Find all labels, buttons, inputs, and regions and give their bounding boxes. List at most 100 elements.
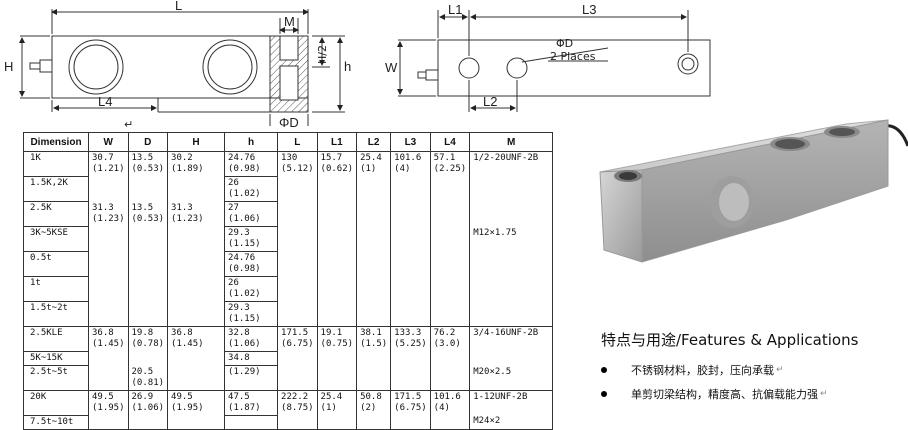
- value-cell: [277, 365, 318, 390]
- bullet-icon: [601, 391, 607, 397]
- header-cell: L4: [429, 132, 471, 152]
- dimension-cell: 0.5t: [23, 251, 89, 277]
- value-cell: 50.8 (2): [356, 389, 392, 415]
- dimension-cell: 1.5t~2t: [23, 301, 89, 327]
- value-cell: 29.3 (1.15): [224, 226, 279, 252]
- header-cell: M: [469, 132, 554, 152]
- dimension-cell: 20K: [23, 389, 89, 415]
- value-cell: [429, 301, 471, 327]
- value-cell: 34.8: [224, 351, 279, 366]
- value-cell: [127, 415, 169, 430]
- label-phiD-left: ΦD: [279, 115, 299, 130]
- value-cell: [429, 415, 471, 430]
- value-cell: 15.7 (0.62): [316, 151, 358, 177]
- dimension-cell: 3K~5KSE: [23, 226, 89, 252]
- value-cell: [316, 301, 358, 327]
- value-cell: [88, 351, 129, 366]
- features-list: 不锈钢材料，胶封，压向承载↵ 单剪切梁结构，精度高、抗偏载能力强↵: [601, 362, 901, 402]
- value-cell: [127, 251, 169, 277]
- dimension-cell: 2.5K: [23, 201, 89, 227]
- header-cell: H: [167, 132, 226, 152]
- value-cell: [316, 415, 358, 430]
- value-cell: 1-12UNF-2B: [469, 389, 554, 415]
- value-cell: [429, 351, 471, 366]
- value-cell: [356, 301, 392, 327]
- value-cell: [167, 415, 226, 430]
- value-cell: 26 (1.02): [224, 176, 279, 202]
- value-cell: [469, 301, 554, 327]
- value-cell: [127, 351, 169, 366]
- value-cell: [127, 226, 169, 252]
- features-section: 特点与用途/Features & Applications 不锈钢材料，胶封，压…: [601, 329, 901, 410]
- value-cell: [277, 251, 318, 277]
- header-cell: W: [88, 132, 129, 152]
- label-L1: L1: [448, 2, 462, 17]
- value-cell: 133.3 (5.25): [390, 326, 431, 352]
- value-cell: [390, 276, 431, 302]
- value-cell: [316, 276, 358, 302]
- value-cell: [167, 226, 226, 252]
- feature-text: 不锈钢材料，胶封，压向承载: [631, 364, 774, 377]
- top-view-drawing: [397, 10, 711, 112]
- value-cell: [277, 176, 318, 202]
- value-cell: [127, 176, 169, 202]
- value-cell: [429, 226, 471, 252]
- value-cell: [390, 226, 431, 252]
- value-cell: [356, 176, 392, 202]
- value-cell: [316, 226, 358, 252]
- value-cell: 222.2 (8.75): [277, 389, 318, 415]
- value-cell: [316, 351, 358, 366]
- value-cell: [429, 201, 471, 227]
- value-cell: [429, 276, 471, 302]
- dimension-cell: 2.5KLE: [23, 326, 89, 352]
- value-cell: [429, 251, 471, 277]
- header-cell: D: [127, 132, 169, 152]
- label-phiD-right: ΦD: [556, 37, 573, 50]
- value-cell: [88, 415, 129, 430]
- value-cell: [356, 226, 392, 252]
- value-cell: [167, 351, 226, 366]
- label-h: h: [344, 59, 351, 74]
- value-cell: [88, 276, 129, 302]
- value-cell: [469, 251, 554, 277]
- value-cell: 101.6 (4): [390, 151, 431, 177]
- value-cell: [429, 365, 471, 390]
- value-cell: [356, 276, 392, 302]
- value-cell: M12×1.75: [469, 226, 554, 252]
- value-cell: [316, 365, 358, 390]
- return-mark: ↵: [124, 118, 133, 130]
- value-cell: 31.3 (1.23): [167, 201, 226, 227]
- value-cell: 57.1 (2.25): [429, 151, 471, 177]
- value-cell: 27 (1.06): [224, 201, 279, 227]
- value-cell: 29.3 (1.15): [224, 301, 279, 327]
- value-cell: 24.76 (0.98): [224, 251, 279, 277]
- value-cell: [224, 414, 279, 430]
- label-L: L: [175, 0, 182, 13]
- return-mark: ↵: [820, 389, 828, 399]
- value-cell: [316, 201, 358, 227]
- value-cell: [356, 415, 392, 430]
- value-cell: 1/2-20UNF-2B: [469, 151, 554, 177]
- dimension-cell: 5K~15K: [23, 351, 89, 366]
- dimension-cell: 1t: [23, 276, 89, 302]
- value-cell: 30.2 (1.89): [167, 151, 226, 177]
- value-cell: [356, 351, 392, 366]
- header-cell: L3: [390, 132, 431, 152]
- value-cell: [277, 415, 318, 430]
- value-cell: [167, 365, 226, 390]
- value-cell: 25.4 (1): [356, 151, 392, 177]
- table-row: 0.5t 24.76 (0.98): [23, 251, 554, 277]
- label-M: M: [284, 14, 295, 29]
- value-cell: 47.5 (1.87): [224, 389, 279, 415]
- value-cell: [88, 226, 129, 252]
- dimension-cell: 1K: [23, 151, 89, 177]
- value-cell: 36.8 (1.45): [88, 326, 129, 352]
- features-title: 特点与用途/Features & Applications: [601, 331, 859, 349]
- header-cell: h: [224, 132, 279, 152]
- value-cell: [469, 276, 554, 302]
- label-H: H: [4, 59, 13, 74]
